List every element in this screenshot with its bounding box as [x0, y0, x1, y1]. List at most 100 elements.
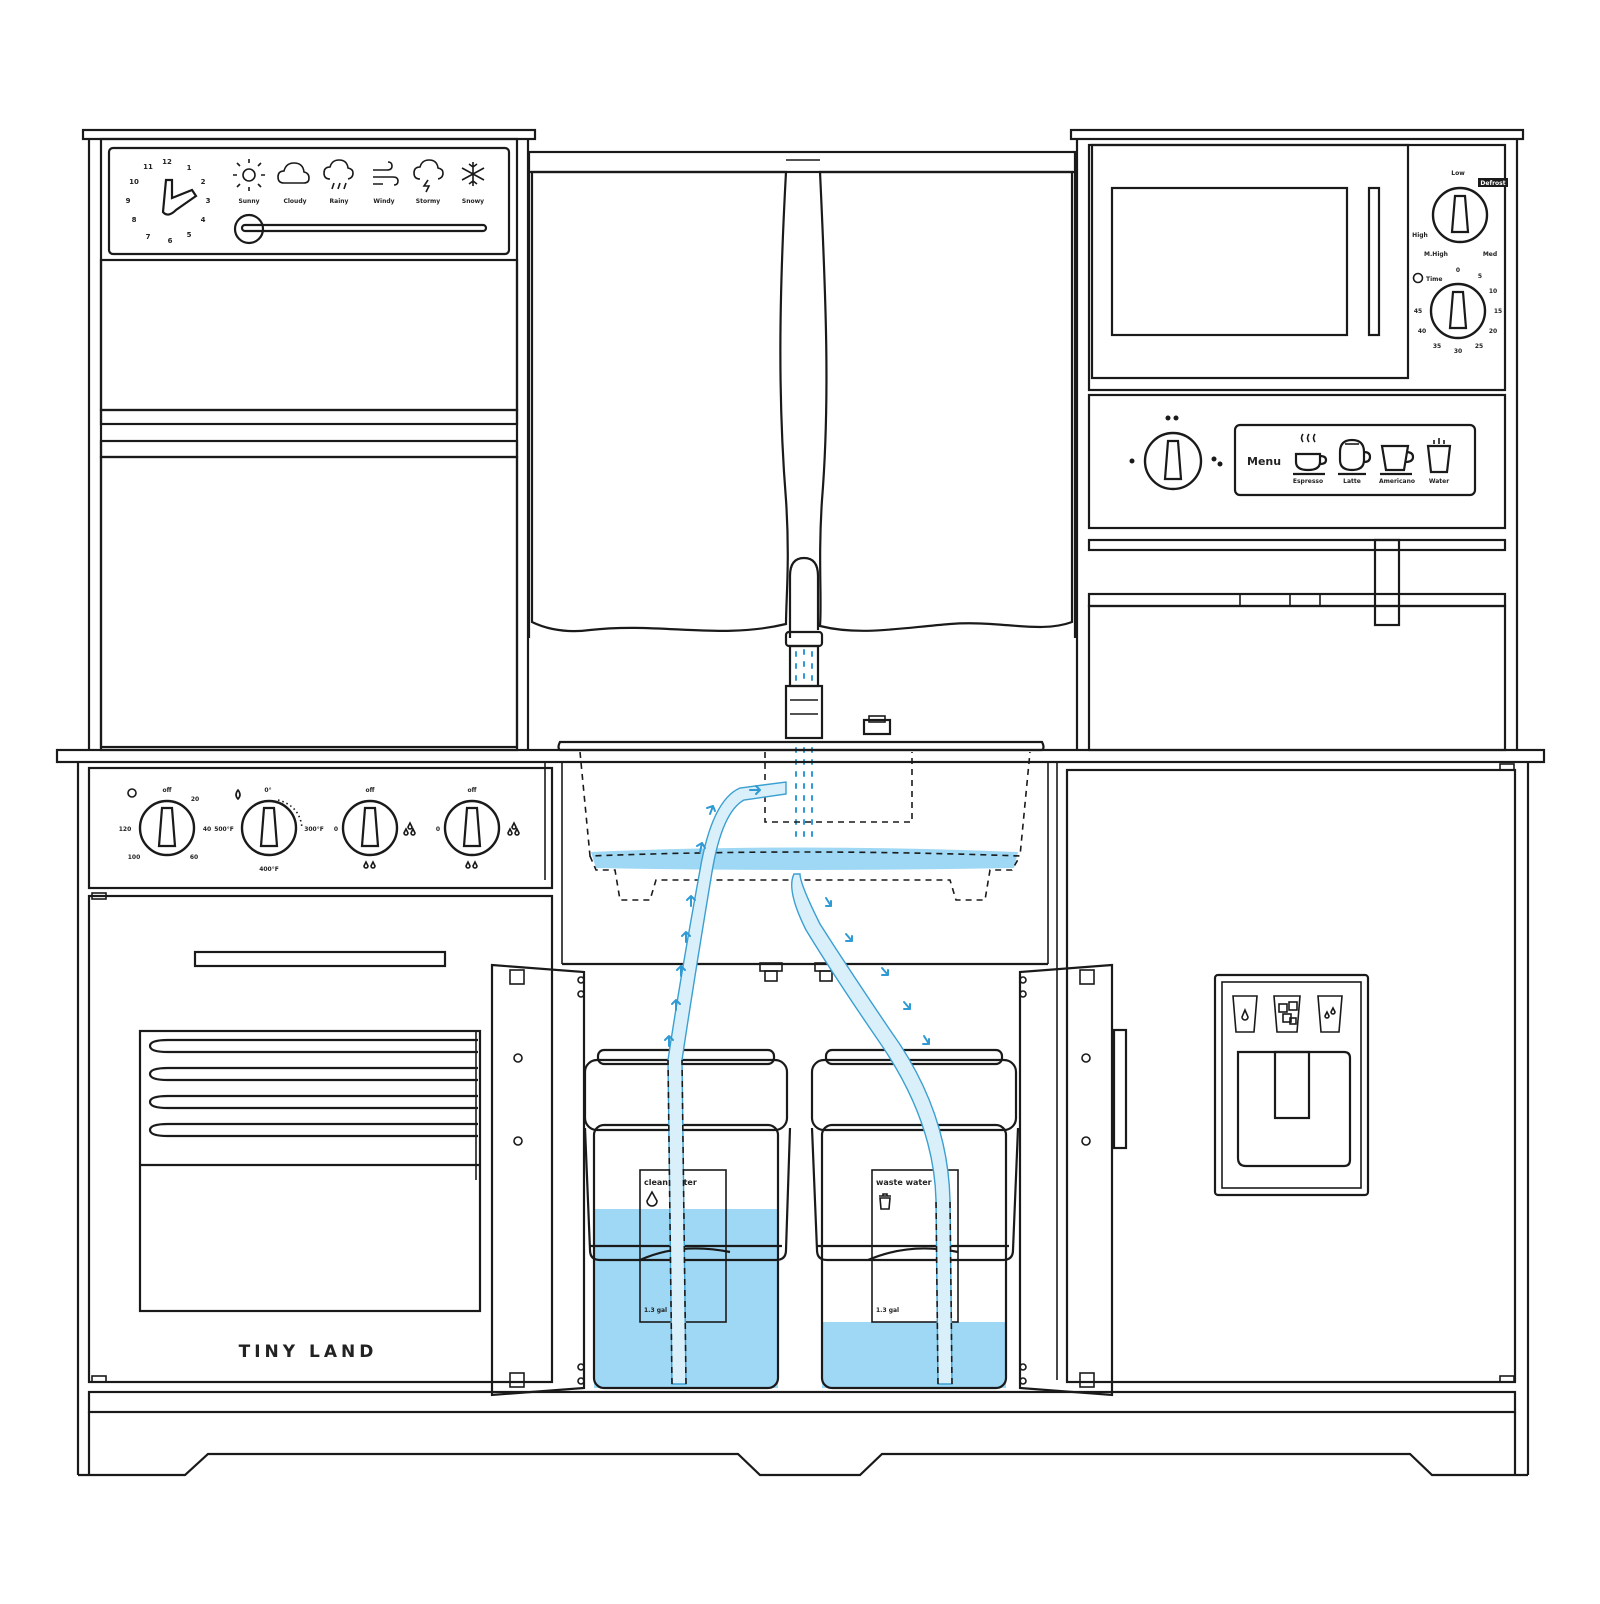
clean-water-hose [667, 781, 787, 1385]
latte-cup-icon [1338, 438, 1372, 472]
bean-icon [1165, 415, 1171, 421]
weather-label: Sunny [238, 198, 259, 205]
waste-water-hose [791, 873, 953, 1385]
water-drop-icon [646, 1190, 658, 1207]
sink-basin [544, 751, 1058, 1380]
burner-knob-2[interactable]: off 0 [436, 787, 520, 869]
oven-rack [148, 1038, 478, 1138]
microwave-handle[interactable] [1367, 186, 1381, 337]
power-mhigh-label: M.High [1424, 251, 1448, 258]
stove-timer-knob[interactable]: off 20 40 60 100 120 [119, 787, 211, 861]
drink-label: Americano [1379, 478, 1415, 485]
brand-logo: TINY LAND [239, 1342, 378, 1362]
time-tick: 45 [1414, 308, 1422, 315]
down-arrow-icon [922, 1035, 930, 1045]
defrost-label: Defrost [1480, 180, 1505, 187]
dial-label: 400°F [259, 866, 279, 873]
drink-label: Espresso [1293, 478, 1323, 485]
trash-icon [879, 1193, 891, 1210]
time-tick: 35 [1433, 343, 1441, 350]
drink-label: Latte [1343, 478, 1361, 485]
clock-number: 7 [146, 233, 151, 241]
clock: 12 1 2 3 4 5 6 7 8 9 10 11 [126, 158, 211, 245]
left-upper-cabinet [81, 128, 537, 752]
time-tick: 10 [1489, 288, 1497, 295]
dispenser-lever[interactable] [1273, 1050, 1311, 1120]
chilled-water-button[interactable] [1317, 995, 1343, 1033]
faucet[interactable] [784, 556, 892, 740]
americano-button[interactable]: Americano [1379, 444, 1415, 485]
weather-label: Cloudy [283, 198, 306, 205]
wind-icon [373, 161, 399, 186]
oven-temp-knob[interactable]: 0° 300°F 400°F 500°F [214, 787, 324, 873]
down-arrow-icon [825, 897, 832, 907]
weather-label: Snowy [462, 198, 484, 205]
clock-number: 12 [162, 158, 172, 166]
base [78, 1390, 1528, 1477]
coffee-panel: Menu Espresso Latte Americano Water [1129, 415, 1477, 497]
clock-number: 6 [168, 237, 173, 245]
clock-number: 8 [132, 216, 137, 224]
burner-knob-1[interactable]: off 0 [334, 787, 416, 869]
stove-panel: off 20 40 60 100 120 0° 300°F 400°F 500°… [76, 762, 554, 1475]
dial-label: 300°F [304, 826, 324, 833]
drops-icon [363, 860, 376, 869]
down-arrow-icon [845, 933, 853, 942]
right-upper-cabinet [1069, 128, 1525, 752]
flow-arrows [664, 785, 930, 1047]
dial-label: off [163, 787, 172, 794]
up-arrow-icon [671, 999, 681, 1011]
espresso-button[interactable]: Espresso [1293, 433, 1328, 485]
dial-label: 40 [203, 826, 211, 833]
clock-number: 2 [201, 178, 206, 186]
time-tick: 25 [1475, 343, 1483, 350]
water-cup-icon [1232, 995, 1258, 1033]
coffee-strength-knob[interactable] [1129, 415, 1223, 491]
microwave-timer-knob[interactable]: Time 0 5 10 15 20 25 30 35 40 45 [1412, 267, 1503, 355]
dial-label: off [366, 787, 375, 794]
oven: TINY LAND [87, 892, 554, 1384]
weather-label: Windy [373, 198, 394, 205]
left-curtain [530, 170, 789, 633]
power-high-label: High [1412, 232, 1428, 239]
water-button[interactable] [1232, 995, 1258, 1033]
latte-button[interactable]: Latte [1338, 438, 1372, 485]
drops-icon [465, 860, 478, 869]
tank-volume: 1.3 gal [876, 1307, 899, 1314]
clock-number: 4 [201, 216, 206, 224]
drops-icon [507, 821, 520, 836]
countertop [55, 740, 1546, 764]
power-low-label: Low [1451, 170, 1465, 177]
fridge [1065, 762, 1530, 1475]
sink-water [591, 847, 1018, 870]
under-sink-cabinet [490, 962, 1128, 1397]
weather-slider-track[interactable] [240, 223, 488, 233]
sink-lever[interactable] [862, 718, 892, 736]
up-arrow-icon [706, 805, 716, 815]
dial-label: 500°F [214, 826, 234, 833]
power-med-label: Med [1483, 251, 1497, 258]
water-glass-icon [1426, 444, 1452, 474]
chilled-cup-icon [1317, 995, 1343, 1033]
weather-selector: Sunny Cloudy Rainy Windy Stormy Snowy [233, 159, 488, 245]
weather-label: Stormy [416, 198, 441, 205]
weather-slider-handle[interactable] [233, 213, 265, 245]
down-arrow-icon [903, 1001, 911, 1010]
drops-icon [403, 821, 416, 836]
drink-label: Water [1429, 478, 1449, 485]
clock-number: 10 [129, 178, 139, 186]
water-button[interactable]: Water [1426, 438, 1452, 485]
clean-water-tank: clean water 1.3 gal [583, 1048, 792, 1390]
weather-label: Rainy [330, 198, 349, 205]
microwave-window [1110, 186, 1349, 337]
microwave-power-knob[interactable]: Low High M.High Med Defrost [1412, 170, 1508, 258]
up-arrow-icon [696, 842, 706, 853]
door-handle[interactable] [1112, 1028, 1128, 1150]
ice-button[interactable] [1273, 995, 1301, 1033]
time-label: Time [1426, 276, 1442, 283]
menu-label: Menu [1247, 455, 1281, 468]
americano-cup-icon [1380, 444, 1415, 472]
tank-volume: 1.3 gal [644, 1307, 667, 1314]
oven-handle[interactable] [193, 950, 447, 968]
dial-label: 0° [264, 787, 271, 794]
